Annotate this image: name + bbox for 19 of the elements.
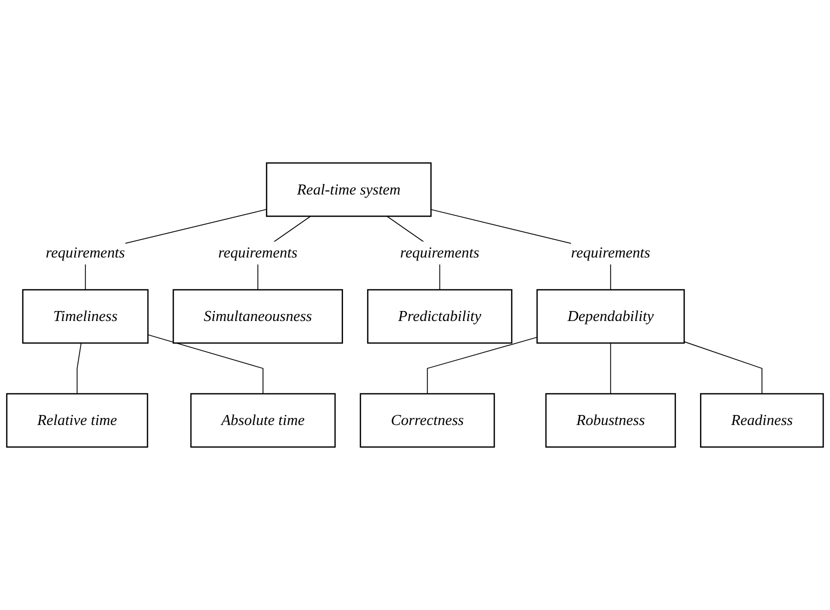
- node-box: Relative time: [6, 393, 148, 448]
- connector: [426, 336, 538, 394]
- node-box: Correctness: [360, 393, 495, 448]
- edge-label: requirements: [218, 244, 298, 262]
- connector: [76, 342, 82, 394]
- node-box: Timeliness: [22, 289, 149, 344]
- edge-label: requirements: [571, 244, 650, 262]
- connector: [610, 342, 612, 394]
- node-box: Robustness: [545, 393, 676, 448]
- node-box: Predictability: [367, 289, 512, 344]
- connector: [148, 334, 264, 394]
- node-box: Absolute time: [190, 393, 336, 448]
- node-box: Real-time system: [266, 162, 432, 217]
- node-box: Readiness: [700, 393, 824, 448]
- edge-label: requirements: [46, 244, 125, 262]
- node-box: Simultaneousness: [172, 289, 343, 344]
- node-box: Dependability: [536, 289, 685, 344]
- edge-label: requirements: [400, 244, 480, 262]
- connector: [684, 341, 762, 394]
